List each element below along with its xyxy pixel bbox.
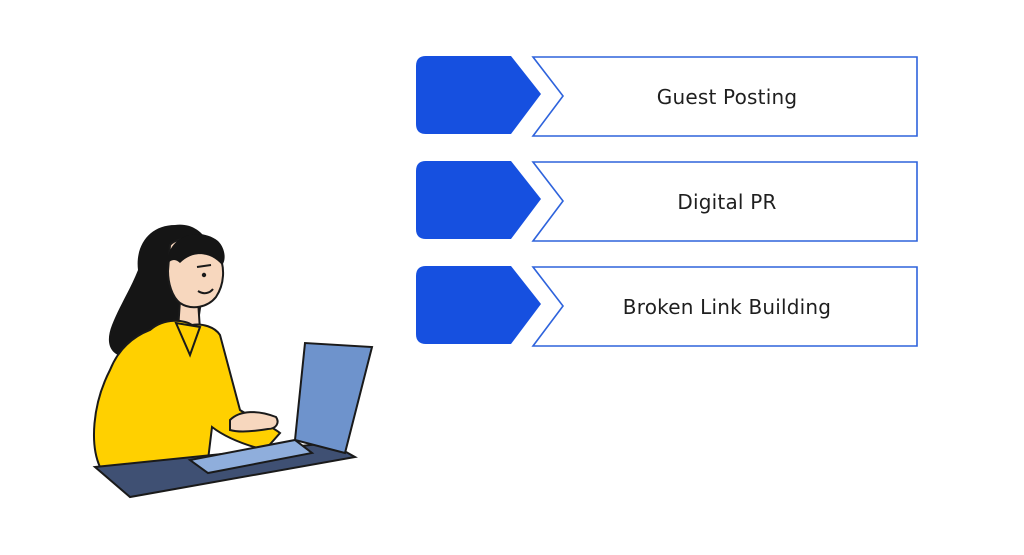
step-shape (416, 266, 918, 347)
step-item-digital-pr: Digital PR (416, 161, 918, 243)
step-tab (416, 266, 541, 344)
laptop-screen (293, 341, 374, 455)
step-tab (416, 56, 541, 134)
step-tab (416, 161, 541, 239)
hand-shape (229, 411, 279, 433)
woman-at-laptop-illustration (80, 205, 380, 505)
step-arrow-outline (531, 161, 918, 242)
step-label: Broken Link Building (622, 295, 832, 319)
step-item-broken-link-building: Broken Link Building (416, 266, 918, 348)
step-item-guest-posting: Guest Posting (416, 56, 918, 138)
step-arrow-outline (531, 266, 918, 347)
step-label: Guest Posting (656, 85, 798, 109)
step-shape (416, 56, 918, 137)
step-shape (416, 161, 918, 242)
step-arrow-outline (531, 56, 918, 137)
laptop-base (187, 438, 315, 475)
step-label: Digital PR (677, 190, 777, 214)
